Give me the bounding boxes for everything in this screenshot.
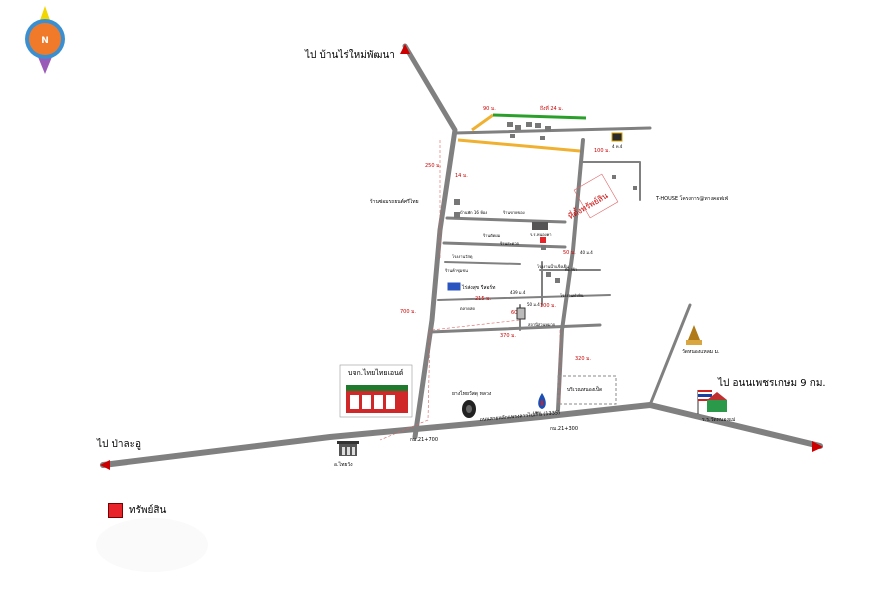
east-loop-road [582,161,641,201]
tire-label: ยางไทยวัสดุ หลวง [452,390,492,397]
place-label: ร้านสะดวก [500,241,520,246]
property-label: ที่ตั้งทรัพย์สิน [566,189,610,221]
place-label: ร.ร.หนองคา [530,232,552,237]
yellow-road [457,138,581,153]
place-label: โรงงานวัสดุ [452,254,473,260]
north-road [402,43,458,440]
school-flag-icon [697,390,727,414]
place-label: บ้านพัก 16 ห้อง [460,210,487,215]
subdistrict-label: อ.ไทยวัง [334,461,353,468]
resort-icon [446,281,462,292]
arrow-east-icon [812,441,823,452]
place-label: ร้านตัดผม [483,233,501,238]
place-label: โรงงานทำหิน [560,293,584,298]
distance-label: 215 ม. [475,296,491,302]
km-marker-right: กม.21+300 [550,426,578,432]
inner-road-3 [444,261,521,265]
distance-label: 50 ม. [563,250,576,256]
place-label: 4 ท.4 [612,144,623,149]
place-label: ตลาดสด [460,306,475,311]
destination-north: ไป บ้านไร่ใหม่พัฒนา [304,49,395,61]
place-label: ร้านขายของ [503,210,525,215]
distance-label: 100 ม. [540,303,556,309]
distance-guide [379,329,431,441]
place-label: 50 ม.4 [527,302,540,307]
km-marker-left: กม.21+700 [410,437,438,443]
tire-icon [462,400,476,418]
compass-icon: N [25,6,65,74]
destination-east: ไป อนนเพชรเกษม 9 กม. [717,377,826,389]
place-label: ร้านค้าชุมชน [445,268,468,274]
sign-icon [611,132,623,142]
coop-area [557,375,617,405]
temple-label: วัดหนองแหลม ม. [682,349,720,355]
distance-label: 90 ม. [483,106,496,112]
green-road [492,113,587,120]
place-label: โรงงานน้ำแข็งเย็น [537,262,569,269]
temple-icon [686,325,702,345]
tower-icon [516,307,526,320]
yellow-road-2 [471,113,494,132]
distance-label: 700 ม. [400,309,416,315]
distance-label: 250 ม. [425,163,441,169]
fuel-label: ปตท. [533,410,542,415]
place-label: T-HOUSE โครงการ@ทางคอฟเฟ่ [655,195,728,202]
place-label: 40 ม.4 [580,250,593,255]
legend-label: ทรัพย์สิน [129,505,167,516]
inner-road-1 [445,216,567,224]
arrow-west-icon [100,460,110,470]
main-road [100,402,823,468]
building-cluster [454,122,637,283]
shop-company: บจก.ไทยไทยเอนด์ [339,364,413,418]
distance-label: 370 ม. [500,333,516,339]
arrow-north-icon [400,44,410,54]
place-label: ไร่ส่งสุข รีสอร์ท [461,284,495,291]
school-label: ร.ร.วัดหนองแม่ [702,417,735,423]
place-label: ร้านซ่อมรถยนต์ศรีไทย [370,198,419,205]
legend-swatch [108,503,123,518]
shop-company-label: บจก.ไทยไทยเอนด์ [348,368,403,377]
place-label: 439 ม.4 [510,290,526,295]
coop-label: บริเวณหนองเป็ด [567,385,602,393]
east-branch-road [648,303,692,407]
legend: ทรัพย์สิน [108,503,166,518]
inner-road-4 [437,294,611,301]
destination-west: ไป ป่าละอู [96,438,141,450]
place-label: ท้องฟ้า [565,267,577,272]
east-road [556,138,585,412]
place-label: สถานีสวนหมาก [528,322,556,327]
faded-area [96,518,208,572]
fuel-icon [538,393,546,409]
distance-label: 14 ม. [455,173,468,179]
inner-road-5 [428,323,602,334]
distance-label: ถึงที่ 24 ม. [540,105,564,112]
distance-label: 100 ม. [594,148,610,154]
compass-letter: N [41,36,49,46]
top-cross-road [453,126,652,135]
distance-label: 320 ม. [575,356,591,362]
school-icon [532,222,548,230]
subdistrict-icon [337,441,359,456]
